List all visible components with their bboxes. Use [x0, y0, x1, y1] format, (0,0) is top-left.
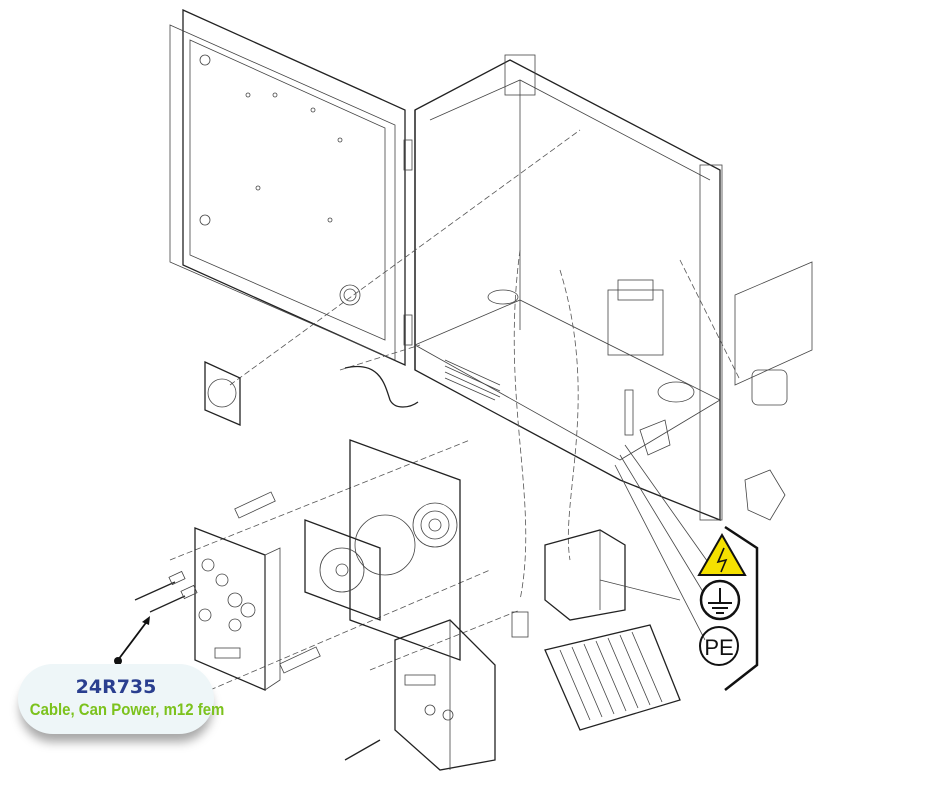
side-cover-plate	[734, 261, 813, 386]
high-voltage-warning-icon	[697, 532, 747, 576]
part-number: 24R735	[75, 676, 157, 698]
ground-icon	[699, 579, 741, 621]
symbol-leader-lines	[614, 444, 711, 641]
small-fan	[204, 360, 241, 426]
can-power-cable	[134, 570, 198, 613]
callout-leader	[117, 619, 149, 661]
control-box	[194, 491, 321, 691]
part-description: Cable, Can Power, m12 fem	[29, 700, 225, 719]
terminal-blocks	[544, 624, 681, 731]
symbol-bracket	[724, 525, 759, 691]
enclosure-door	[169, 8, 413, 367]
callout-arrowhead	[142, 616, 150, 625]
mounting-plate	[304, 439, 461, 661]
enclosure-body	[414, 54, 723, 521]
cable-gland	[744, 469, 786, 521]
motor-drive	[344, 619, 496, 771]
part-callout[interactable]: 24R735 Cable, Can Power, m12 fem	[18, 664, 225, 734]
callout-dot	[114, 657, 122, 665]
ground-cable	[344, 365, 419, 408]
pe-symbol: PE	[699, 626, 739, 666]
relay	[511, 611, 529, 638]
contactor	[544, 529, 681, 621]
assembly-leader-lines	[169, 129, 741, 691]
disconnect-handle	[751, 369, 788, 406]
